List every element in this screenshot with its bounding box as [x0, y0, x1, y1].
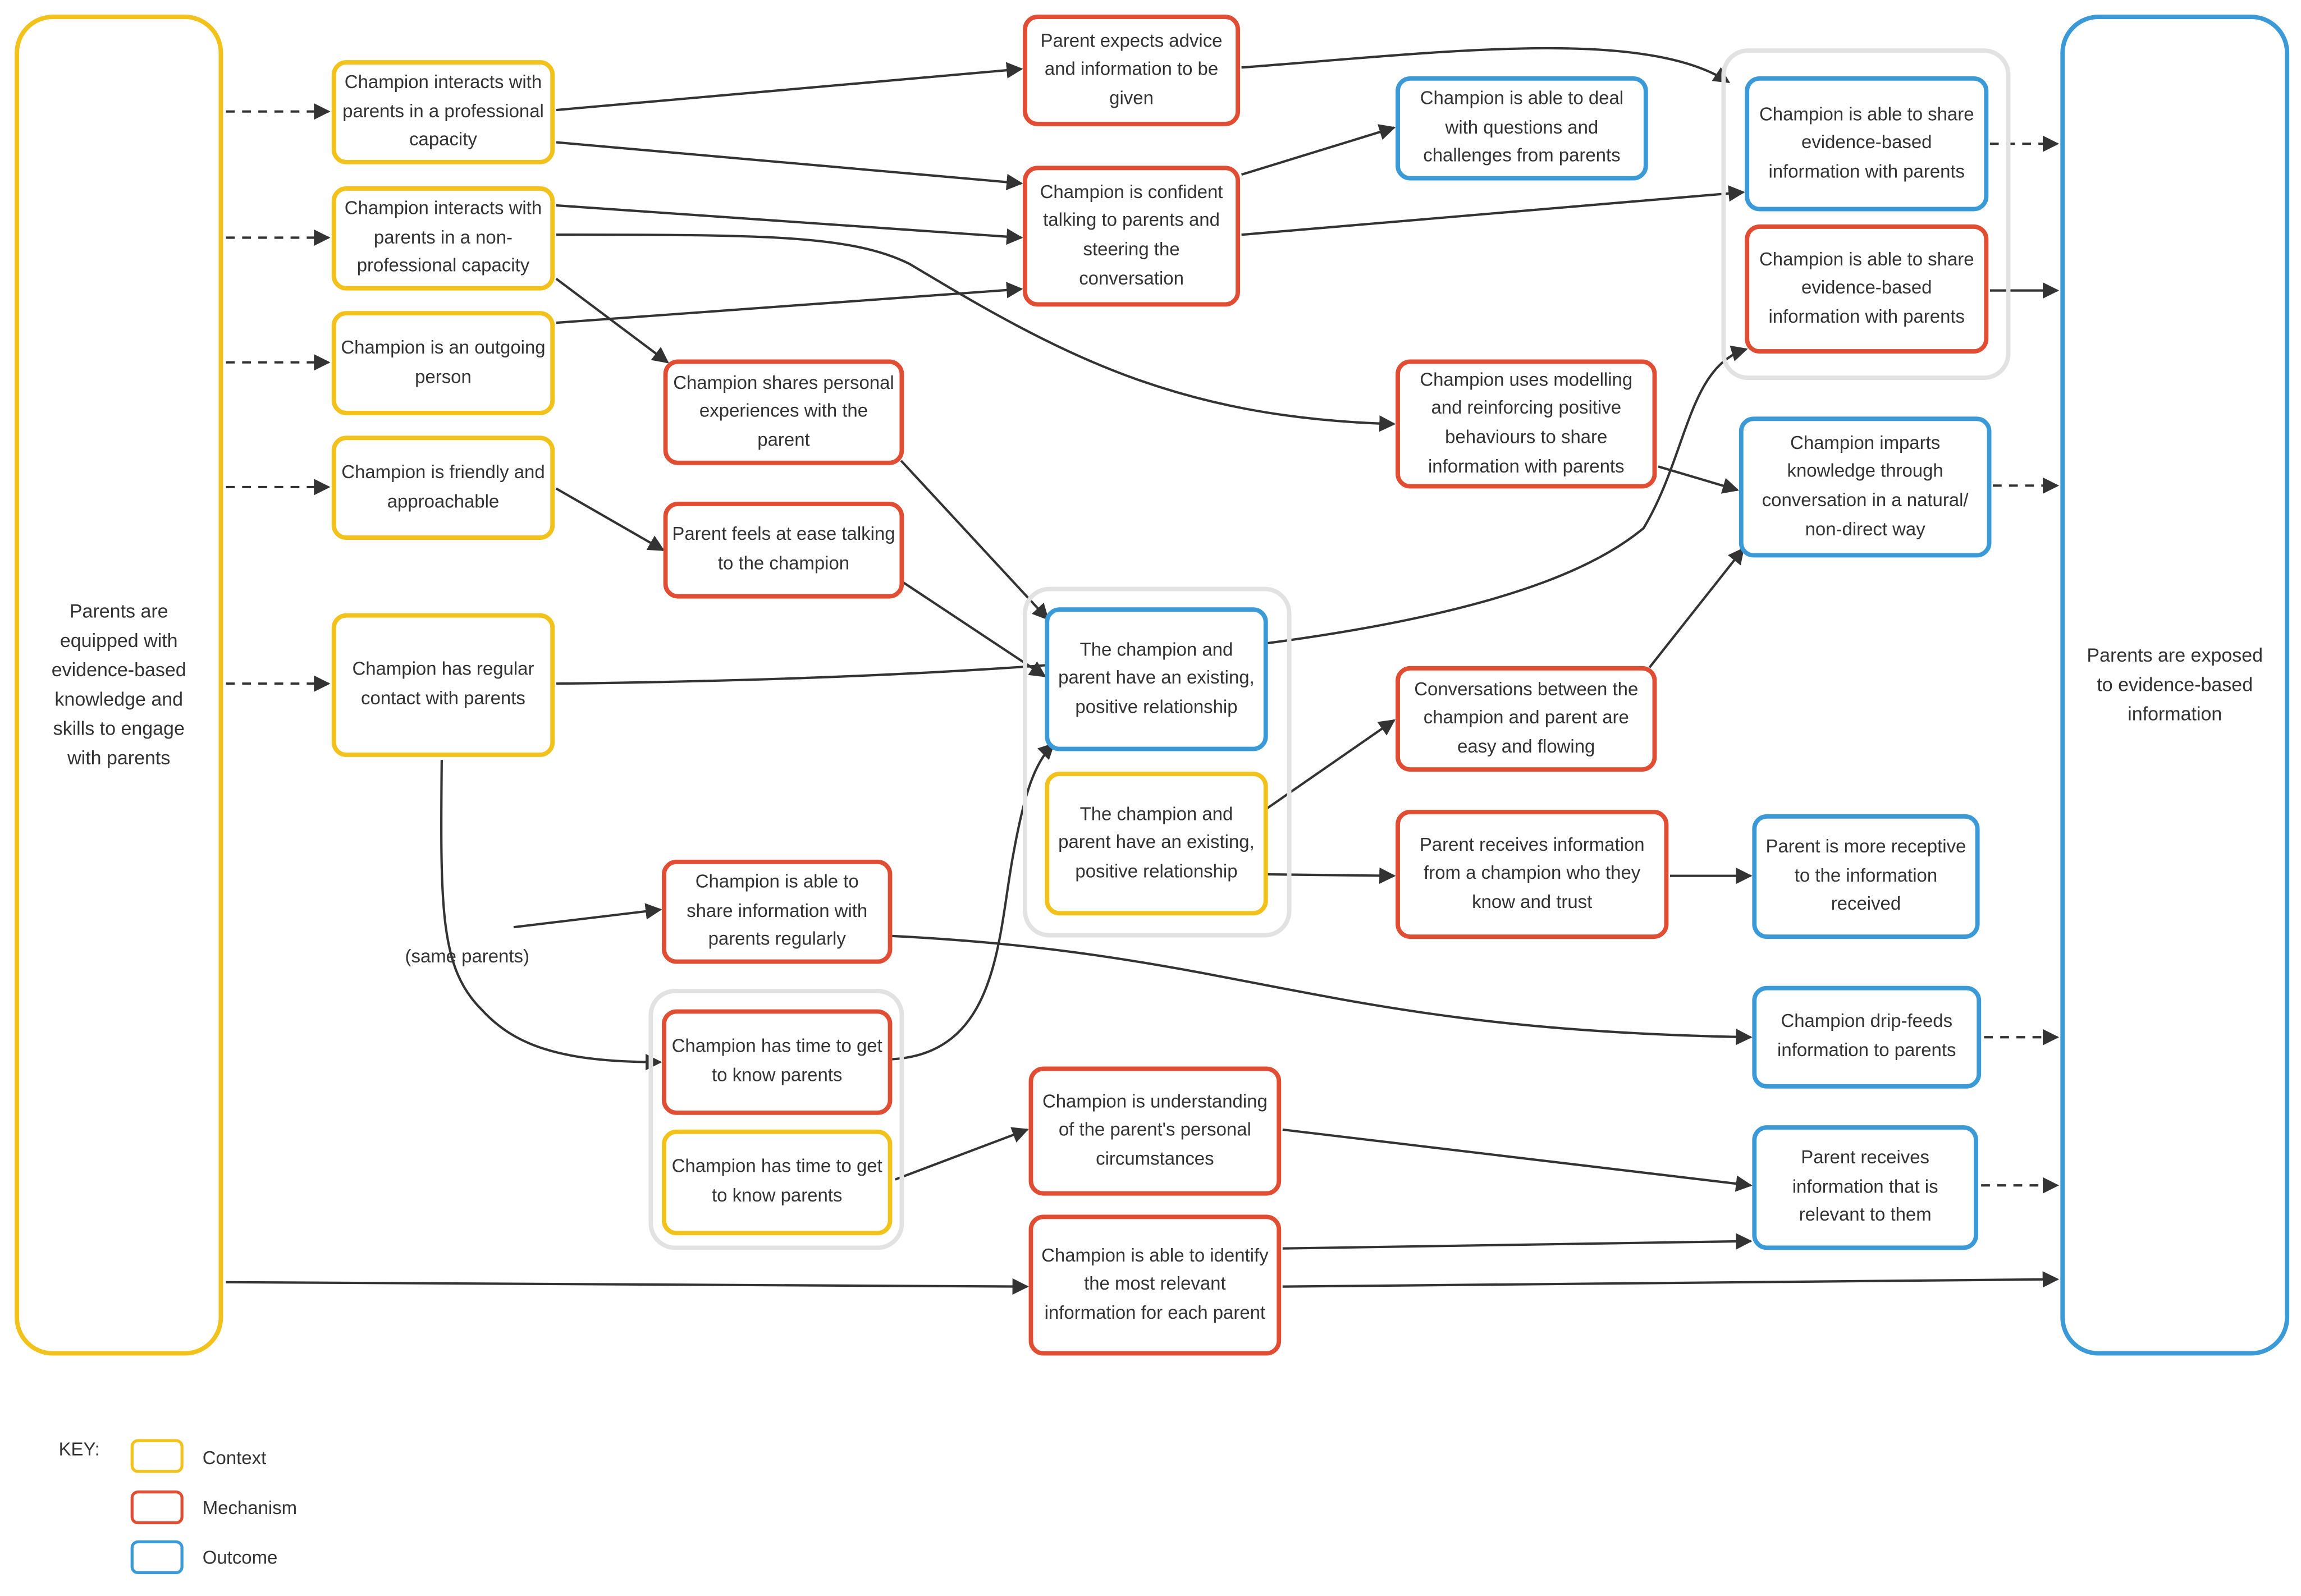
- node-professional-capacity: Champion interacts with parents in a pro…: [331, 60, 555, 164]
- node-more-receptive: Parent is more receptive to the informat…: [1752, 814, 1980, 939]
- edge-m2-o2: [1241, 124, 1396, 176]
- edge-m8-o7: [1282, 1233, 1753, 1250]
- legend-label-outcome: Outcome: [202, 1547, 278, 1569]
- node-label: Champion has time to get to know parents: [671, 1036, 882, 1086]
- edge-label-same-parents: (same parents): [405, 946, 529, 967]
- edge-m2-o3: [1241, 185, 1745, 236]
- node-label: Champion interacts with parents in a non…: [344, 198, 542, 277]
- node-regular-contact: Champion has regular contact with parent…: [331, 613, 555, 757]
- node-label: Parent is more receptive to the informat…: [1765, 836, 1966, 915]
- node-label: Parents are exposed to evidence-based in…: [2087, 644, 2263, 725]
- edge-m4-o1: [900, 580, 1046, 677]
- node-label: Champion imparts knowledge through conve…: [1762, 433, 1969, 539]
- group-relationship: [1023, 586, 1292, 938]
- node-non-professional-capacity: Champion interacts with parents in a non…: [331, 186, 555, 291]
- node-parents-exposed: Parents are exposed to evidence-based in…: [2060, 15, 2290, 1356]
- edge-c7-m10: [1264, 719, 1396, 811]
- node-label: Champion interacts with parents in a pro…: [342, 72, 544, 150]
- node-modelling-behaviours: Champion uses modelling and reinforcing …: [1396, 359, 1657, 489]
- node-positive-relationship-outcome: The champion and parent have an existing…: [1045, 607, 1268, 751]
- node-friendly-approachable: Champion is friendly and approachable: [331, 435, 555, 540]
- edge-c5-m12: [556, 345, 1748, 685]
- edge-m7-o7: [1282, 1128, 1753, 1192]
- node-label: Champion has regular contact with parent…: [352, 659, 534, 709]
- legend-swatch-outcome: [130, 1540, 184, 1575]
- edge-m1-o3: [1241, 47, 1730, 84]
- edge-label-m5: [513, 903, 662, 929]
- node-share-info-regularly: Champion is able to share information wi…: [662, 859, 893, 964]
- node-natural-conversation: Champion imparts knowledge through conve…: [1739, 416, 1992, 558]
- node-label: Parent feels at ease talking to the cham…: [672, 524, 895, 574]
- node-share-evidence-outcome: Champion is able to share evidence-based…: [1745, 76, 1989, 212]
- edge-m3-o1: [900, 460, 1049, 621]
- node-label: Champion has time to get to know parents: [671, 1157, 882, 1206]
- node-label: Parent expects advice and information to…: [1040, 30, 1223, 108]
- edge-m5-o6: [892, 934, 1753, 1045]
- edge-c1-m2: [556, 141, 1023, 191]
- node-time-to-know-mechanism: Champion has time to get to know parents: [662, 1009, 893, 1115]
- legend-title: KEY:: [58, 1439, 100, 1460]
- node-label: Parent receives information that is rele…: [1792, 1147, 1938, 1226]
- node-share-evidence-mechanism: Champion is able to share evidence-based…: [1745, 224, 1989, 354]
- edge-c3-m2: [556, 282, 1023, 324]
- edge-c4-m4: [555, 487, 665, 552]
- node-label: Champion shares personal experiences wit…: [673, 372, 894, 450]
- node-label: The champion and parent have an existing…: [1058, 639, 1255, 717]
- edge-c2-m2: [556, 204, 1023, 245]
- edge-c2-m3: [555, 278, 669, 364]
- edge-c5-m6: [440, 760, 662, 1071]
- node-label: Champion is understanding of the parent'…: [1042, 1091, 1268, 1169]
- group-evidence-sharing: [1721, 48, 2011, 380]
- edge-m10-o4: [1648, 547, 1745, 668]
- node-label: Champion is able to identify the most re…: [1041, 1245, 1269, 1323]
- edge-c1-m1: [556, 62, 1023, 112]
- node-easy-conversations: Conversations between the champion and p…: [1396, 666, 1657, 772]
- edge-c6-m7: [894, 1127, 1029, 1181]
- legend-swatch-mechanism: [130, 1490, 184, 1525]
- node-confident-steering: Champion is confident talking to parents…: [1023, 166, 1240, 307]
- legend-swatch-context: [130, 1439, 184, 1473]
- node-deal-with-questions: Champion is able to deal with questions …: [1396, 76, 1648, 181]
- group-time: [648, 988, 904, 1250]
- node-label: Conversations between the champion and p…: [1414, 678, 1639, 757]
- node-parent-expects-advice: Parent expects advice and information to…: [1023, 15, 1240, 126]
- edge-m8-right: [1282, 1271, 2060, 1288]
- edge-m9-o4: [1658, 465, 1740, 494]
- node-relevant-info: Parent receives information that is rele…: [1752, 1125, 1978, 1250]
- legend-label-mechanism: Mechanism: [202, 1498, 298, 1519]
- node-label: Parents are equipped with evidence-based…: [51, 599, 186, 769]
- node-label: Champion drip-feeds information to paren…: [1777, 1011, 1956, 1061]
- node-label: Champion is able to deal with questions …: [1420, 88, 1624, 167]
- edge-c2-m9: [556, 233, 1396, 432]
- node-parent-at-ease: Parent feels at ease talking to the cham…: [663, 502, 904, 599]
- node-label: Parent receives information from a champ…: [1419, 834, 1645, 912]
- node-shares-personal-experiences: Champion shares personal experiences wit…: [663, 359, 904, 465]
- node-identify-relevant-info: Champion is able to identify the most re…: [1028, 1214, 1282, 1356]
- node-positive-relationship-context: The champion and parent have an existing…: [1045, 772, 1268, 916]
- edge-m6-o1: [892, 742, 1055, 1061]
- node-label: Champion is an outgoing person: [341, 337, 546, 387]
- node-time-to-know-context: Champion has time to get to know parents: [662, 1129, 893, 1236]
- node-label: Champion is confident talking to parents…: [1040, 182, 1223, 288]
- node-info-from-trusted-champion: Parent receives information from a champ…: [1396, 810, 1669, 939]
- node-label: Champion is able to share information wi…: [687, 872, 868, 950]
- node-drip-feeds-info: Champion drip-feeds information to paren…: [1752, 985, 1982, 1089]
- node-label: Champion uses modelling and reinforcing …: [1420, 369, 1633, 476]
- node-understanding-circumstances: Champion is understanding of the parent'…: [1028, 1066, 1282, 1196]
- node-label: The champion and parent have an existing…: [1058, 803, 1255, 882]
- node-label: Champion is able to share evidence-based…: [1759, 249, 1974, 327]
- legend-label-context: Context: [202, 1448, 267, 1469]
- node-label: Champion is friendly and approachable: [341, 462, 545, 512]
- node-parents-equipped: Parents are equipped with evidence-based…: [15, 15, 223, 1356]
- node-outgoing-person: Champion is an outgoing person: [331, 311, 555, 415]
- node-label: Champion is able to share evidence-based…: [1759, 103, 1974, 182]
- edge-left-m8: [226, 1278, 1029, 1295]
